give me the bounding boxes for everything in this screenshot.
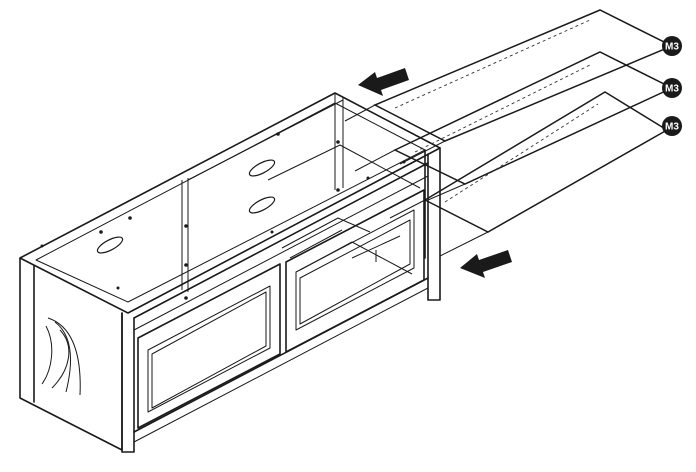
panel-3 <box>423 91 669 233</box>
door-left <box>137 263 281 429</box>
back-cable-slots <box>96 159 276 254</box>
inner-shelf <box>267 144 421 275</box>
part-badge-1: M3 <box>662 36 682 56</box>
part-badge-2: M3 <box>662 78 682 98</box>
part-badge-3: M3 <box>662 116 682 136</box>
screw-holes <box>40 132 406 300</box>
part-badge-label: M3 <box>665 122 679 133</box>
arrow-lower <box>460 250 512 278</box>
part-badge-label: M3 <box>665 42 679 53</box>
guide-lines <box>344 104 489 257</box>
door-right <box>285 189 425 353</box>
cabinet-frame <box>19 92 441 453</box>
arrow-upper <box>358 68 409 96</box>
panel-1 <box>373 9 674 142</box>
part-badge-label: M3 <box>665 84 679 95</box>
panel-2 <box>393 51 674 185</box>
